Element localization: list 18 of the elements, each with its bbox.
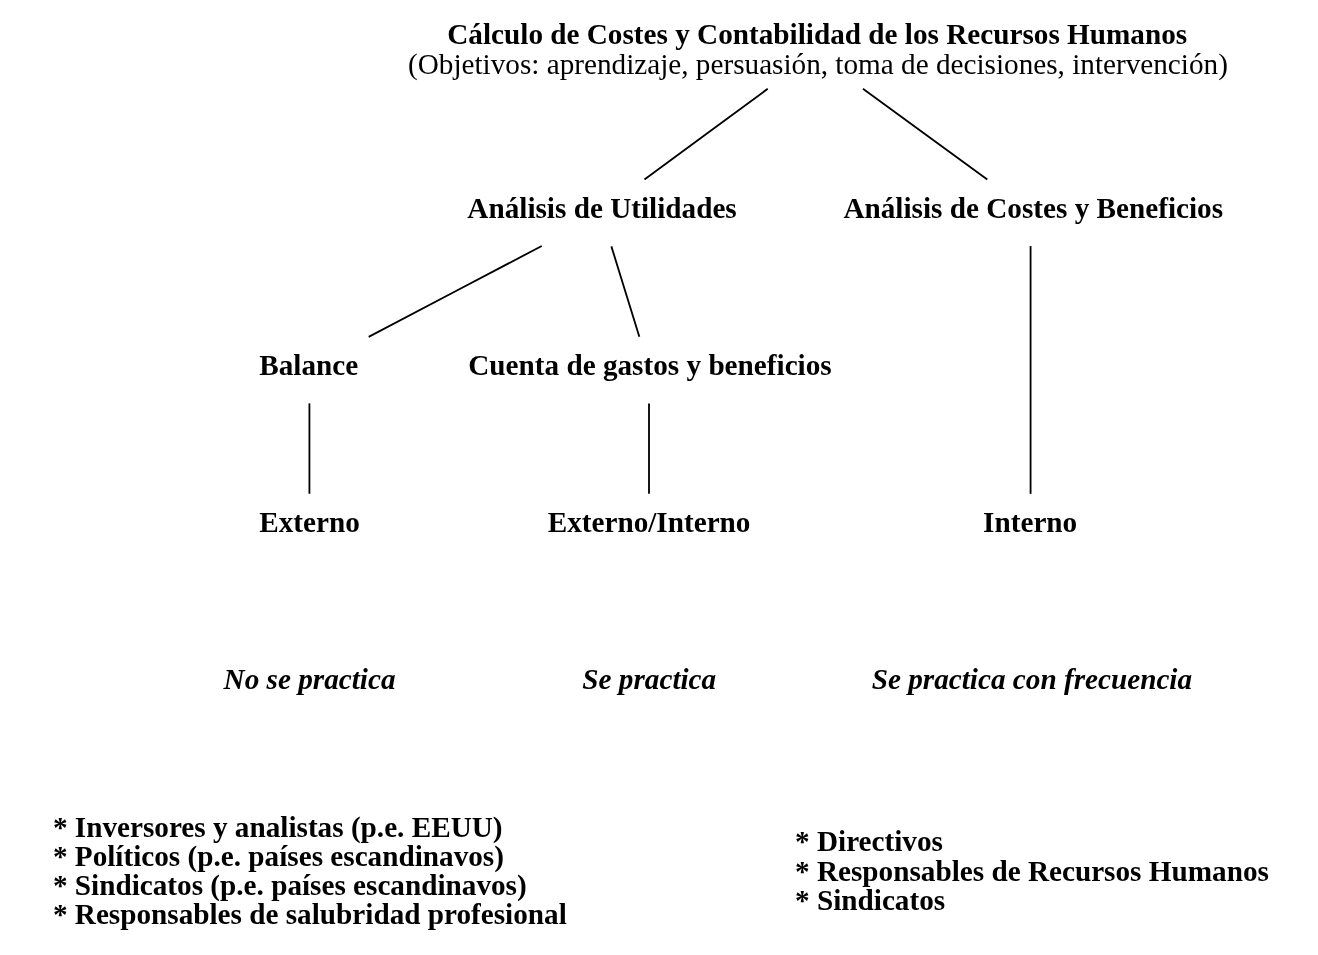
label: No se practica [223,662,396,695]
node-text: Interno [982,505,1077,538]
connector [609,245,640,338]
node-text: Análisis de Costes y Beneficios [842,191,1223,224]
label: Se practica [581,662,716,695]
node-text: Análisis de Utilidades [466,191,737,224]
node-text: Balance [258,348,358,381]
node-text: Externo/Interno [547,505,750,538]
connector [643,87,769,181]
connector [647,402,650,495]
connector [861,87,988,181]
connector [367,245,543,338]
node-text: Cuenta de gastos y beneficios [467,348,832,381]
connector [308,402,310,495]
node-text: Cálculo de Costes y Contabilidad de los Recursos Humanos (Objetivos: aprendizaje, persuasión, toma de decisiones, intervención) [407,18,1228,80]
node-text: Externo [258,505,360,538]
label: Se practica con frecuencia [871,662,1192,695]
connector [1029,245,1031,495]
